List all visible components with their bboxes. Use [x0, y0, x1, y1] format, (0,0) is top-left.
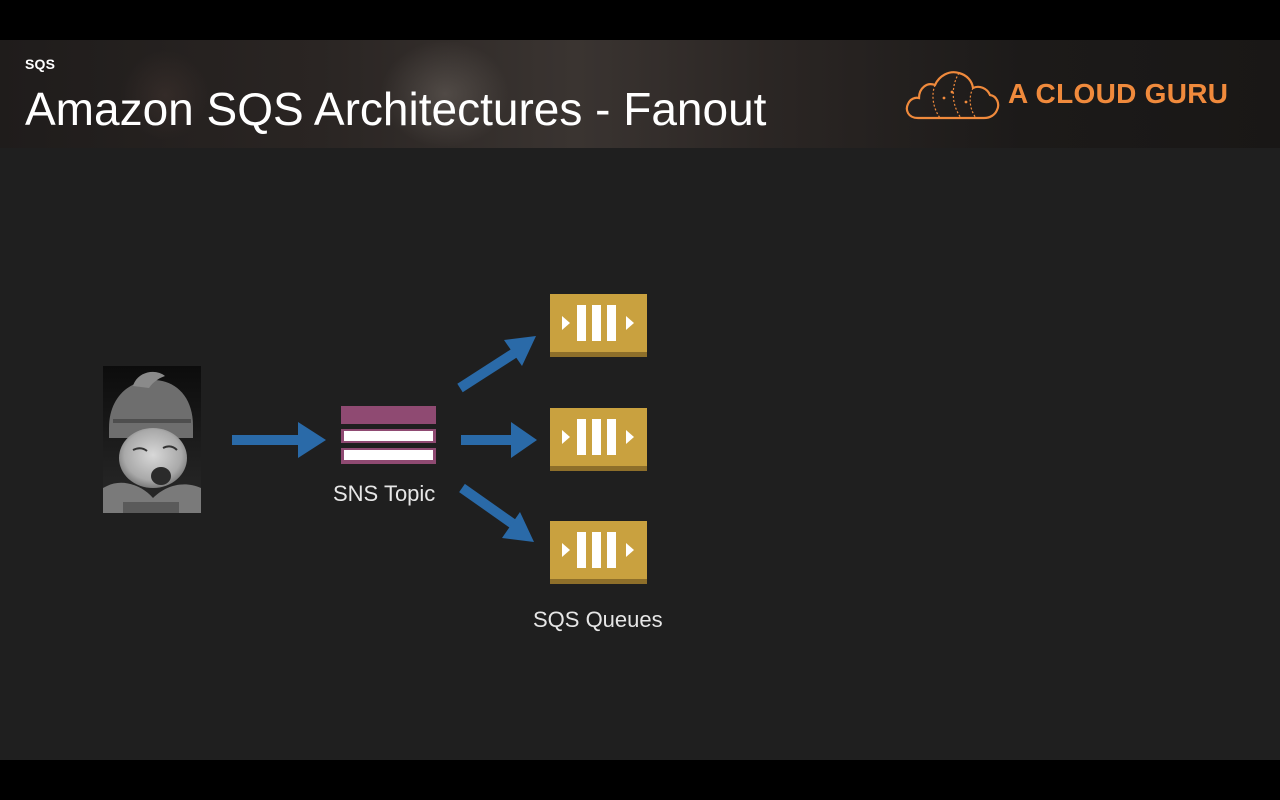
slide-header: SQS Amazon SQS Architectures - Fanout A … [0, 40, 1280, 148]
diagram-stage: SNS Topic [0, 148, 1280, 760]
sqs-queues-label: SQS Queues [533, 607, 663, 633]
arrow-topic-to-queue-2 [461, 420, 539, 460]
arrow-topic-to-queue-3 [458, 482, 538, 544]
publisher-photo [103, 366, 201, 513]
section-tag: SQS [25, 56, 55, 72]
sqs-queue-icon-1 [550, 294, 647, 357]
slide-title: Amazon SQS Architectures - Fanout [25, 82, 766, 136]
sns-topic-icon [341, 406, 436, 464]
bottom-letterbox [0, 760, 1280, 800]
sqs-queue-icon-3 [550, 521, 647, 584]
sqs-queue-icon-2 [550, 408, 647, 471]
arrow-publisher-to-topic [232, 420, 328, 460]
brand-logo: A CLOUD GURU [904, 68, 1249, 122]
arrow-topic-to-queue-1 [456, 334, 540, 394]
brand-name: A CLOUD GURU [1008, 78, 1228, 110]
sns-topic-label: SNS Topic [333, 481, 435, 507]
top-letterbox [0, 0, 1280, 40]
cloud-icon [904, 68, 1000, 122]
